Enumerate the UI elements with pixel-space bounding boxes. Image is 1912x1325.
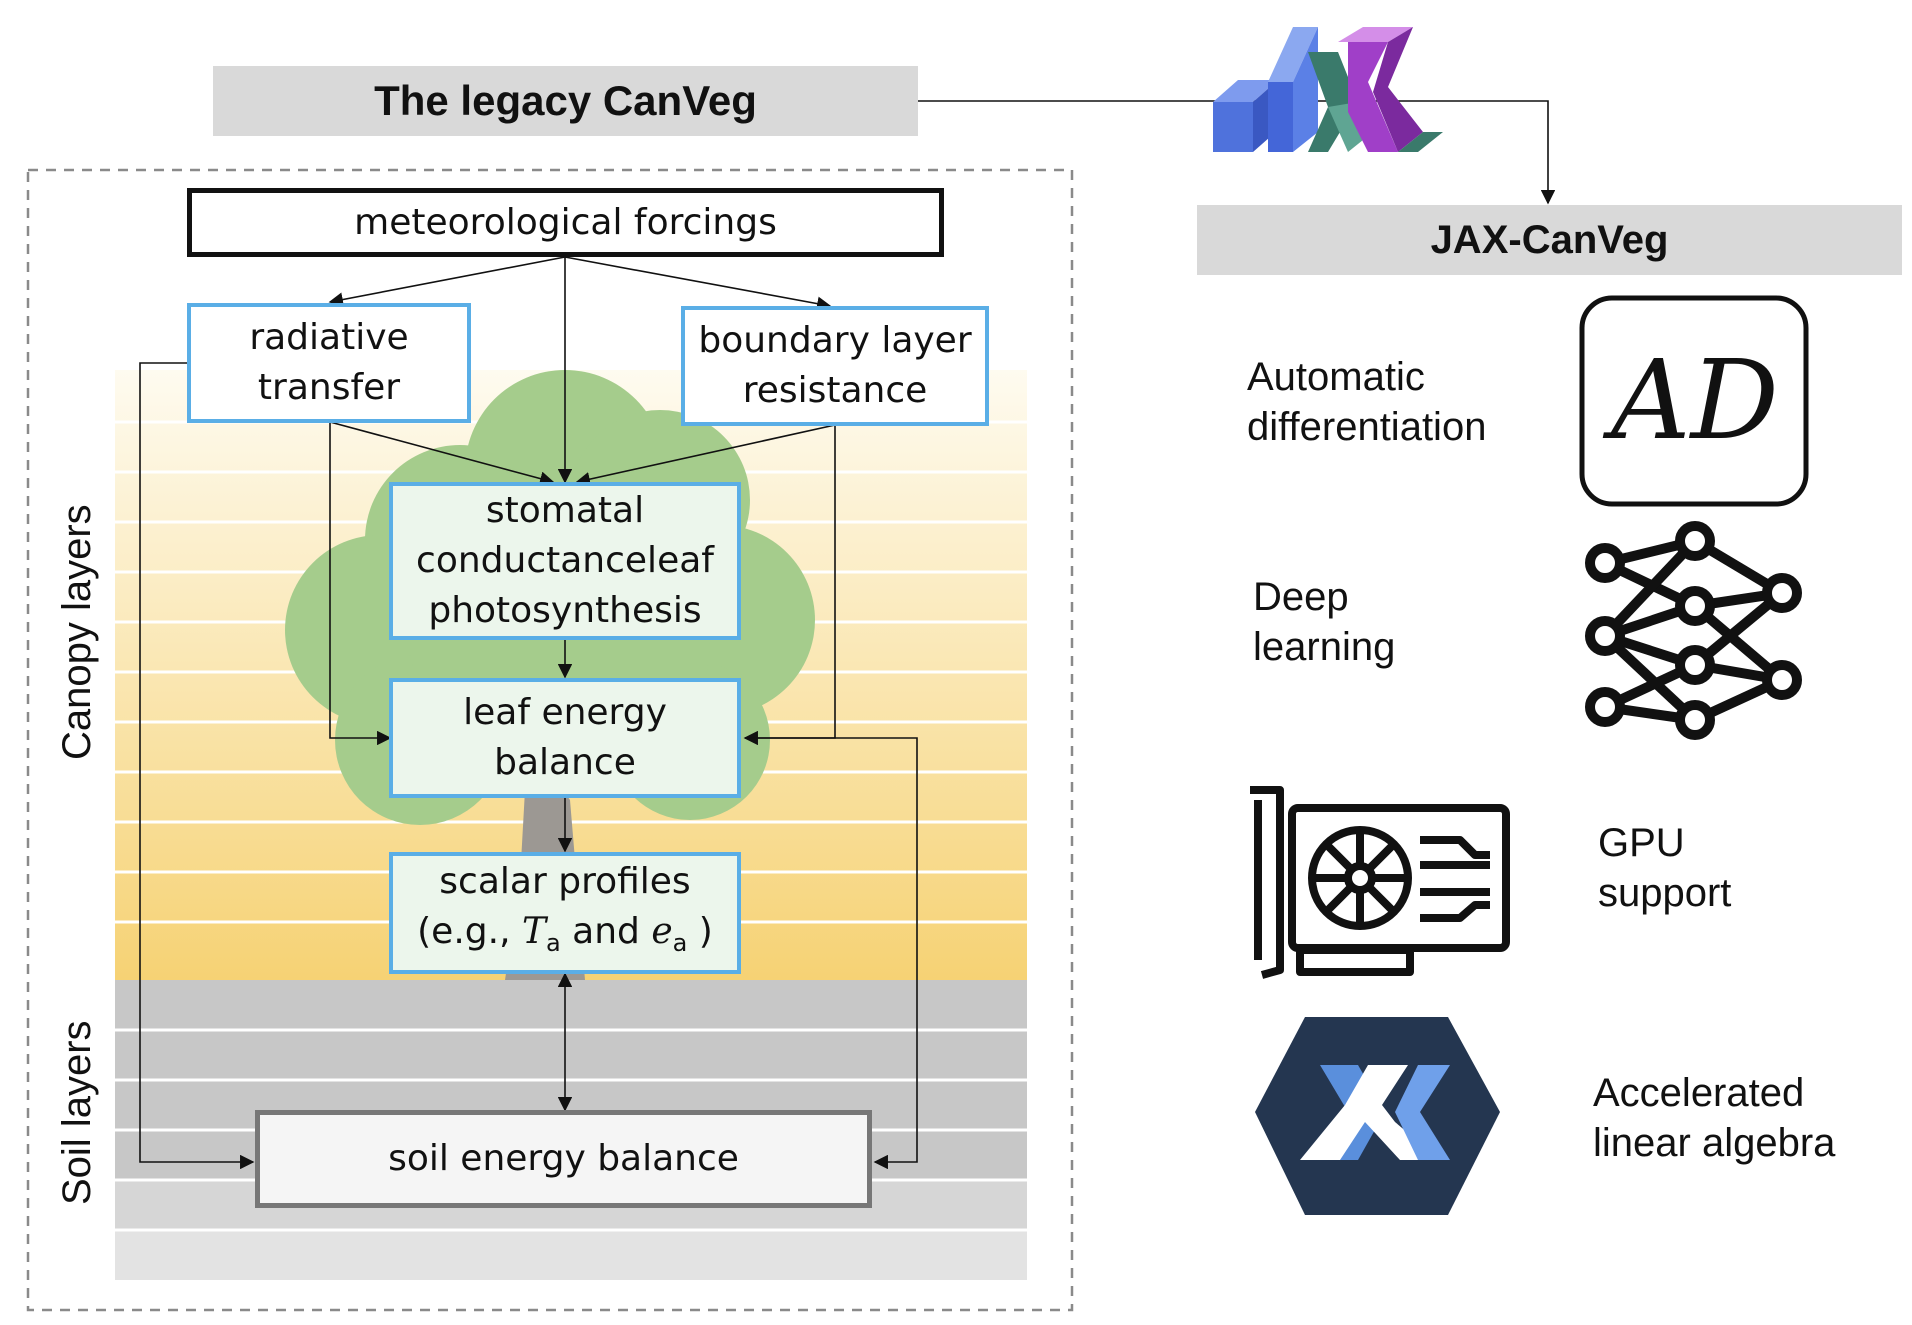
node-stomatal-photosynthesis: stomatal conductanceleaf photosynthesis [389,482,741,640]
node-forcings-label: meteorological forcings [354,201,777,243]
edge-radiative-to-leaf-energy [329,422,392,746]
node-soil-energy-balance: soil energy balance [255,1110,872,1208]
edge-radiative-to-stomatal [329,421,555,486]
canopy-layers-label: Canopy layers [55,504,99,760]
node-stomatal-line-2: conductanceleaf [416,540,714,581]
edge-legacy-to-jax [918,100,1556,205]
node-boundary-line-2: resistance [742,370,928,411]
feature-gpu-label: GPU support [1598,818,1731,918]
node-boundary-layer-resistance: boundary layer resistance [681,306,989,426]
edge-forcings-to-boundary [564,256,832,311]
formula-t: T [521,911,546,953]
jax-title: JAX-CanVeg [1197,205,1902,275]
node-stomatal-line-1: stomatal [485,490,645,531]
formula-suffix: ) [687,911,713,953]
edge-boundary-to-stomatal [575,424,836,487]
formula-sub2: a [672,929,688,958]
autodiff-icon-frame [1579,295,1809,507]
legacy-frame [26,168,1074,1312]
node-scalar-line-1: scalar profiles [439,861,691,903]
node-soil-label: soil energy balance [388,1138,739,1179]
edge-forcings-to-radiative [328,256,566,307]
gpu-icon [1250,786,1510,979]
formula-prefix: (e.g., [417,911,522,953]
formula-sub1: a [545,929,561,958]
feature-xla-line-1: Accelerated [1593,1071,1805,1115]
feature-deep-learning-line-1: Deep [1253,575,1349,619]
node-leaf-energy-line-1: leaf energy [463,692,667,733]
formula-e: e [651,911,673,953]
node-scalar-profiles: scalar profiles (e.g., Ta and ea ) [389,852,741,974]
feature-gpu-line-1: GPU [1598,821,1685,865]
feature-autodiff-line-2: differentiation [1247,405,1487,449]
feature-autodiff-line-1: Automatic [1247,355,1425,399]
edge-boundary-to-leaf-energy [745,425,836,739]
node-stomatal-line-3: photosynthesis [428,590,702,631]
neural-network-icon [1585,521,1802,740]
edge-radiative-to-soil [139,362,255,1170]
feature-xla-line-2: linear algebra [1593,1121,1836,1165]
feature-autodiff-label: Automatic differentiation [1247,352,1486,452]
node-meteorological-forcings: meteorological forcings [187,188,944,257]
formula-and: and [560,911,652,953]
xla-icon [1255,1017,1500,1215]
soil-layers-label: Soil layers [55,1020,99,1205]
feature-gpu-line-2: support [1598,871,1732,915]
feature-deep-learning-line-2: learning [1253,625,1396,669]
node-scalar-formula: (e.g., Ta and ea ) [417,907,713,968]
node-leaf-energy-balance: leaf energy balance [389,678,741,798]
legacy-title: The legacy CanVeg [213,66,918,136]
node-leaf-energy-line-2: balance [494,742,636,783]
node-radiative-line-1: radiative [249,317,409,358]
jax-logo [1213,27,1443,152]
node-boundary-line-1: boundary layer [698,320,972,361]
feature-deep-learning-label: Deep learning [1253,572,1395,672]
autodiff-glyph: AD [1611,336,1779,464]
feature-xla-label: Accelerated linear algebra [1593,1068,1835,1168]
node-radiative-line-2: transfer [257,367,401,408]
node-radiative-transfer: radiative transfer [187,303,471,423]
